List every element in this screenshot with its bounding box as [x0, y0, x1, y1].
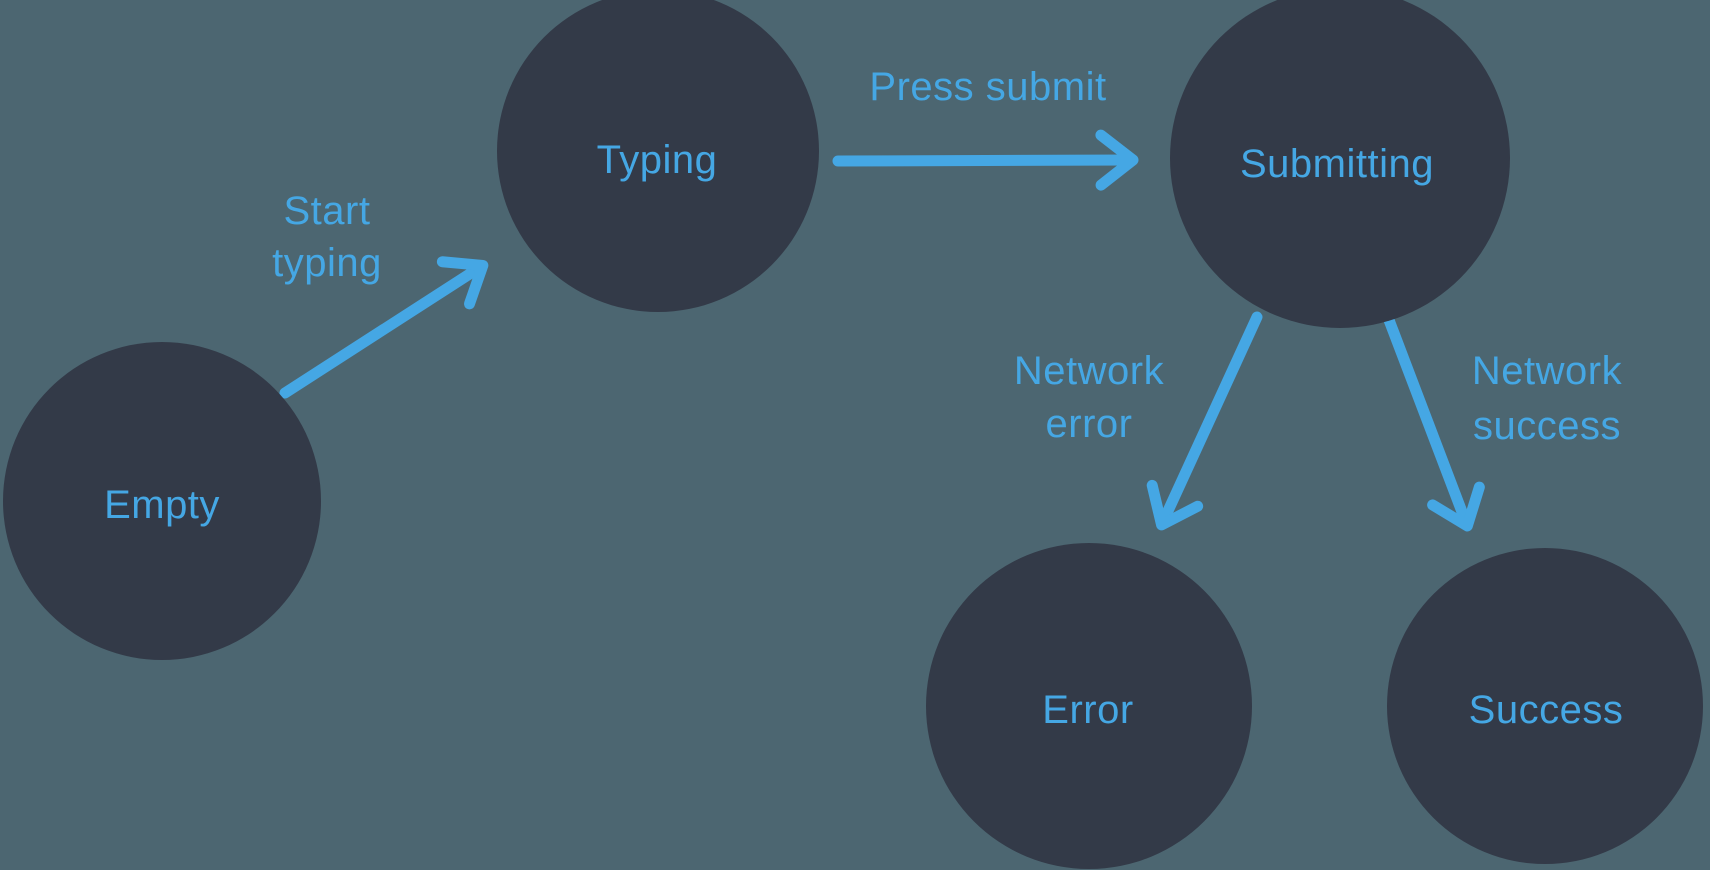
state-node-success: Success [1387, 548, 1703, 864]
state-circle-typing [497, 0, 819, 312]
state-node-typing: Typing [497, 0, 819, 312]
state-label-error: Error [1042, 688, 1133, 732]
state-circle-empty [3, 342, 321, 660]
edge-label-start-typing-line2: typing [272, 241, 382, 285]
state-node-error: Error [926, 543, 1252, 869]
state-node-empty: Empty [3, 342, 321, 660]
edge-submitting-to-error-arrow [1146, 311, 1263, 531]
state-label-typing: Typing [597, 138, 718, 182]
edge-label-network-success-line1: Network [1472, 349, 1623, 393]
edge-label-network-error-line1: Network [1014, 349, 1165, 393]
edge-label-network-success-line2: success [1473, 404, 1621, 448]
edge-label-start-typing-line1: Start [284, 189, 371, 233]
state-circle-success [1387, 548, 1703, 864]
state-label-empty: Empty [104, 483, 220, 527]
state-node-submitting: Submitting [1170, 0, 1510, 328]
edge-typing-to-submitting-arrow [832, 129, 1139, 191]
state-circle-error [926, 543, 1252, 869]
edge-empty-to-typing: Start typing [272, 189, 489, 399]
edge-empty-to-typing-arrow [279, 256, 489, 399]
state-label-submitting: Submitting [1240, 142, 1434, 186]
edge-typing-to-submitting: Press submit [832, 65, 1139, 191]
state-label-success: Success [1469, 688, 1624, 732]
edge-label-press-submit: Press submit [869, 65, 1106, 109]
edge-label-network-error-line2: error [1046, 402, 1133, 446]
state-circle-submitting [1170, 0, 1510, 328]
edge-submitting-to-success-arrow [1383, 314, 1485, 532]
edge-submitting-to-success: Network success [1383, 314, 1623, 532]
edge-submitting-to-error: Network error [1014, 311, 1263, 531]
